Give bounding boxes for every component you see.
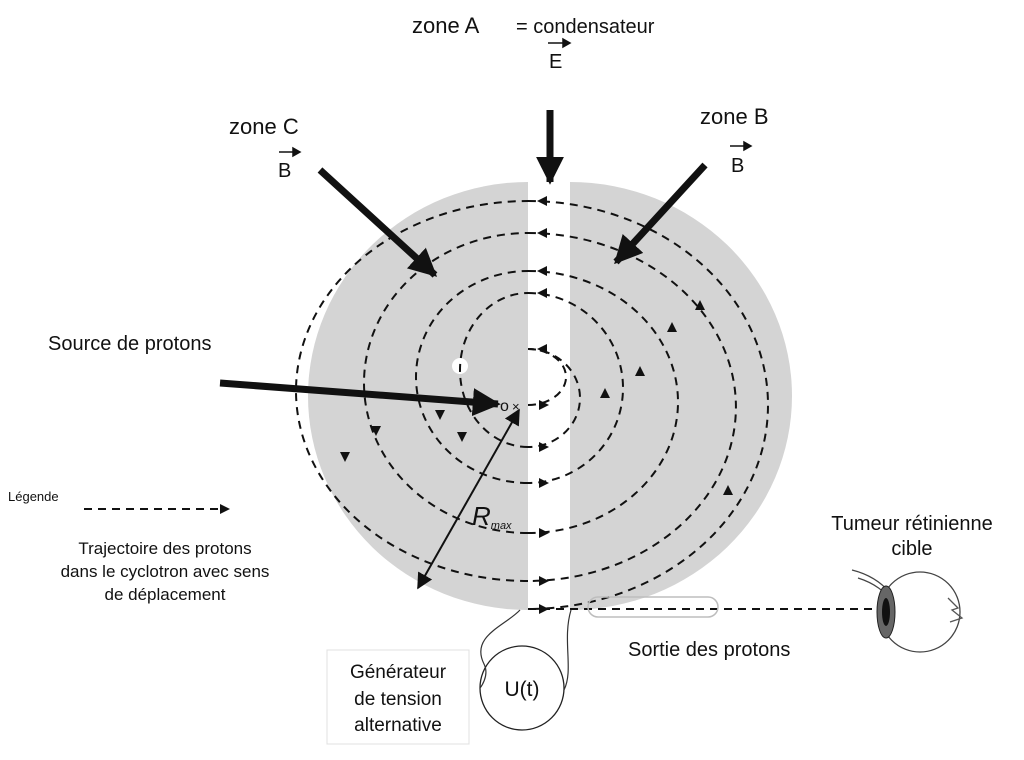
arrow-gap-7 [539, 442, 549, 452]
label-tumeur-line2: cible [891, 538, 932, 560]
arrow-gap-9 [539, 528, 549, 538]
label-tumeur-line1: Tumeur rétinienne [831, 513, 993, 535]
label-origin-x: × [512, 399, 520, 414]
label-rmax-sub: max [491, 520, 512, 532]
arrow-zone-b [613, 162, 708, 265]
label-zone-c: zone C [229, 114, 299, 139]
wire-right [563, 609, 572, 691]
arrow-gap-10 [539, 576, 549, 586]
arrow-right-1 [600, 388, 610, 398]
exit-tube [587, 596, 719, 618]
label-sortie: Sortie des protons [628, 639, 790, 661]
arrow-right-3 [667, 322, 677, 332]
arrow-gap-3 [537, 266, 547, 276]
label-legend-line2: dans le cyclotron avec sens [61, 562, 270, 581]
label-vector-e: E [549, 51, 562, 73]
legend-arrowhead [220, 504, 230, 514]
label-legend-title: Légende [8, 489, 59, 504]
arrow-gap-11 [539, 604, 549, 614]
label-vector-b-b: B [731, 155, 744, 177]
label-generator-line3: alternative [354, 715, 442, 736]
arrow-gap-4 [537, 228, 547, 238]
dee-right [570, 182, 792, 610]
arrow-gap-1 [537, 344, 547, 354]
label-condensateur: = condensateur [516, 16, 655, 38]
generator-box [326, 649, 470, 745]
label-voltage: U(t) [505, 678, 540, 701]
zone-arrows [219, 110, 708, 417]
wire-left [479, 609, 521, 689]
label-rmax-main: R [472, 501, 491, 531]
label-rmax: Rmax [472, 501, 512, 532]
label-zone-b: zone B [700, 104, 769, 129]
label-origin-o: o [500, 398, 509, 415]
arrow-gap-8 [539, 478, 549, 488]
arrow-left-2 [340, 452, 350, 462]
label-legend-line1: Trajectoire des protons [78, 539, 251, 558]
label-vector-b-c: B [278, 160, 291, 182]
arrow-left-1 [371, 426, 381, 436]
label-legend-line3: de déplacement [105, 585, 226, 604]
label-generator-line2: de tension [354, 689, 442, 710]
vector-arrows [279, 37, 753, 158]
rmax-arrow [417, 408, 520, 590]
arrow-source [219, 379, 501, 417]
label-zone-a: zone A [412, 13, 480, 38]
arrow-gap-6 [539, 400, 549, 410]
arrow-right-2 [635, 366, 645, 376]
arrow-gap-2 [537, 288, 547, 298]
eye-icon [851, 569, 964, 653]
arrow-right-4 [695, 300, 705, 310]
label-generator-line1: Générateur [350, 662, 447, 683]
arrow-gap-5 [537, 196, 547, 206]
label-source: Source de protons [48, 333, 211, 355]
arrow-zone-c [317, 167, 438, 278]
arrow-right-5 [723, 485, 733, 495]
